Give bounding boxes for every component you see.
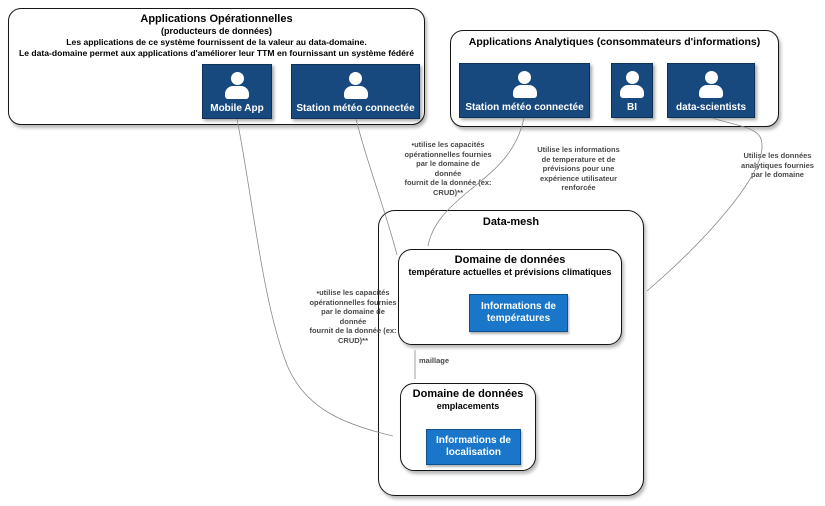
location-data-product: Informations de localisation [426, 429, 521, 465]
note-operational-capabilities-1: •utilise les capacités opérationnelles f… [404, 140, 492, 197]
actor-station-meteo-analytics: Station météo connectée [459, 63, 590, 118]
mesh-link-label: maillage [419, 356, 450, 365]
domain-title: Domaine de données [454, 254, 566, 266]
operational-subtitle: (producteurs de données) [160, 26, 272, 37]
operational-title: Applications Opérationnelles [140, 13, 293, 25]
actor-label: Mobile App [210, 103, 264, 114]
operational-description-1: Les applications de ce système fournisse… [66, 37, 367, 48]
actor-label: Station météo connectée [296, 103, 415, 114]
actor-mobile-app: Mobile App [202, 64, 272, 119]
note-operational-capabilities-2: •utilise les capacités opérationnelles f… [309, 288, 397, 345]
edge-mobile-app-to-location-domain [236, 118, 394, 437]
data-mesh-title: Data-mesh [482, 216, 540, 228]
person-icon [225, 72, 249, 99]
edge-data-scientists-to-data-mesh [646, 117, 763, 292]
domain-subtitle: emplacements [436, 401, 500, 412]
actor-station-meteo-operational: Station météo connectée [291, 64, 420, 119]
analytics-title: Applications Analytiques (consommateurs … [468, 36, 761, 48]
location-data-domain: Domaine de données emplacements Informat… [400, 383, 536, 471]
temperature-data-domain: Domaine de données température actuelles… [398, 249, 622, 345]
actor-label: Station météo connectée [465, 102, 584, 113]
person-icon [620, 71, 644, 98]
actor-data-scientists: data-scientists [667, 63, 755, 118]
note-analytics-station: Utilise les informations de temperature … [537, 145, 620, 193]
actor-label: data-scientists [675, 102, 747, 113]
domain-title: Domaine de données [412, 388, 524, 400]
note-data-scientists: Utilise les données analytiques fournies… [741, 151, 814, 180]
actor-bi: BI [611, 63, 653, 118]
actor-label: BI [627, 102, 637, 113]
temperature-data-product: Informations de températures [469, 294, 568, 332]
person-icon [512, 71, 537, 98]
domain-subtitle: température actuelles et prévisions clim… [408, 267, 612, 278]
operational-description-2: Le data-domaine permet aux applications … [18, 47, 415, 58]
person-icon [343, 72, 368, 99]
person-icon [699, 71, 723, 98]
